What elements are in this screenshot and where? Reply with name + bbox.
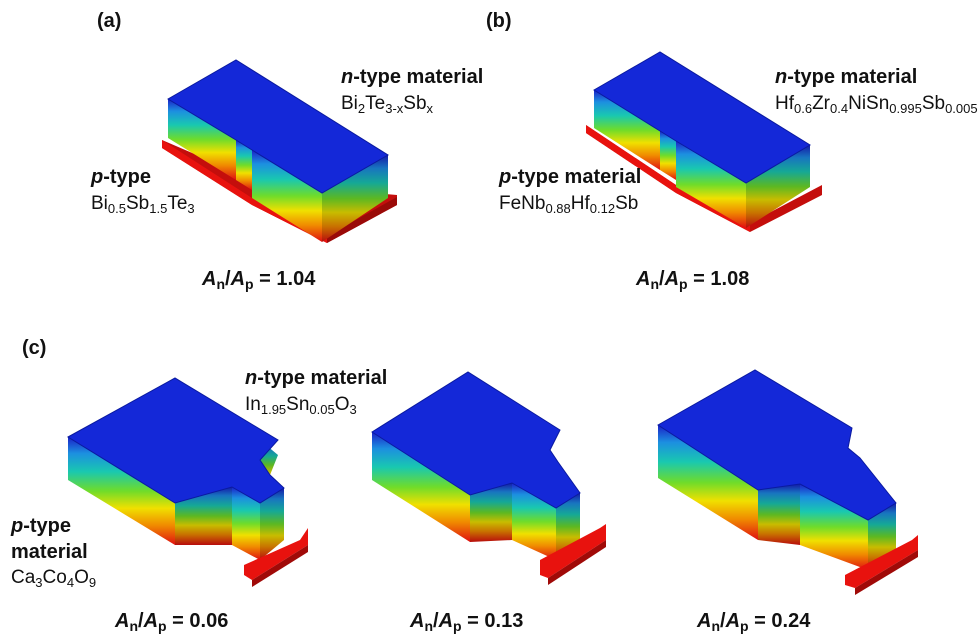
model-c3: [657, 369, 918, 595]
c-area-ratio-1: An/Ap = 0.06: [115, 610, 229, 634]
model-c1-top: [67, 377, 285, 504]
panel-label-a: (a): [97, 10, 122, 32]
model-b-side: [746, 145, 810, 228]
c-area-ratio-2: An/Ap = 0.13: [410, 610, 524, 634]
model-c1-front: [68, 437, 175, 545]
panel-label-c: (c): [22, 337, 47, 359]
b-n-type-formula: Hf0.6Zr0.4NiSn0.995Sb0.005: [775, 93, 978, 116]
model-c2-base: [540, 524, 606, 578]
model-c1: [67, 377, 308, 587]
model-c3-n-leg-front: [800, 484, 868, 570]
a-n-type-title: n-type material: [341, 66, 484, 88]
model-c1-base: [244, 528, 308, 580]
panel-label-b: (b): [486, 10, 512, 32]
model-a-side: [322, 155, 388, 242]
c-area-ratio-3: An/Ap = 0.24: [697, 610, 811, 634]
model-c1-notch: [175, 487, 232, 545]
model-c2-notch: [470, 483, 512, 542]
c-n-type-formula: In1.95Sn0.05O3: [245, 394, 357, 417]
model-c2-top: [371, 371, 581, 509]
model-a-top: [167, 59, 389, 194]
model-c1-n-leg-side: [260, 488, 284, 560]
a-n-type-formula: Bi2Te3-xSbx: [341, 93, 434, 116]
a-area-ratio: An/Ap = 1.04: [202, 268, 316, 292]
model-c3-front: [658, 425, 758, 540]
model-b-p-leg: [660, 131, 676, 180]
model-b-front-left: [594, 90, 660, 170]
model-c3-top: [657, 369, 897, 521]
model-a: [162, 59, 397, 243]
c-p-type-formula: Ca3Co4O9: [11, 567, 97, 590]
model-a-front: [252, 150, 322, 242]
b-area-ratio: An/Ap = 1.08: [636, 268, 750, 292]
model-b-top: [593, 51, 811, 184]
c-p-type-title-line2: material: [11, 541, 88, 563]
model-c2: [371, 371, 606, 585]
b-p-type-formula: FeNb0.88Hf0.12Sb: [499, 193, 639, 216]
model-c1-n-leg-front: [232, 487, 260, 560]
model-c2-front: [372, 432, 470, 542]
model-a-p-leg: [236, 140, 252, 190]
model-b-front: [676, 141, 746, 228]
b-p-type-title: p-type material: [499, 166, 642, 188]
a-p-type-formula: Bi0.5Sb1.5Te3: [91, 193, 195, 216]
c-p-type-title: p-type: [11, 515, 72, 537]
model-c3-base: [845, 535, 918, 588]
model-a-front-left: [168, 99, 236, 180]
model-b: [586, 51, 822, 232]
b-n-type-title: n-type material: [775, 66, 918, 88]
c-n-type-title: n-type material: [245, 367, 388, 389]
a-p-type-title: p-type: [91, 166, 152, 188]
model-c3-notch: [758, 484, 800, 545]
